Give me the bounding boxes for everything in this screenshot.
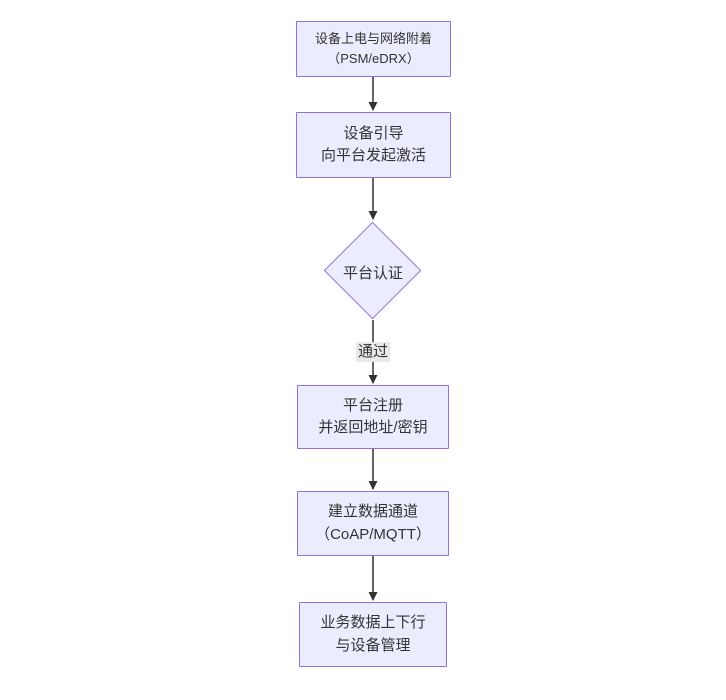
node-label-line: 与设备管理 (335, 636, 411, 654)
node-label-line: 设备上电与网络附着 (314, 30, 432, 46)
node-business-data: 业务数据上下行 与设备管理 (299, 602, 447, 667)
node-label-line: 业务数据上下行 (320, 614, 426, 631)
node-power-network-attach: 设备上电与网络附着 （PSM/eDRX） (296, 21, 451, 77)
node-platform-register: 平台注册 并返回地址/密钥 (297, 385, 449, 449)
decision-platform-auth-label: 平台认证 (342, 265, 403, 282)
edge-label-pass: 通过 (355, 342, 391, 362)
node-label-line: 向平台发起激活 (320, 147, 426, 164)
node-label-line: 并返回地址/密钥 (318, 419, 428, 436)
node-label-line: 建立数据通道 (327, 503, 418, 520)
node-label-line: 设备引导 (343, 124, 404, 142)
node-data-channel: 建立数据通道 （CoAP/MQTT） (297, 491, 449, 556)
node-label-line: （PSM/eDRX） (327, 51, 420, 66)
node-bootstrap-activate: 设备引导 向平台发起激活 (296, 112, 451, 178)
node-label-line: 平台注册 (342, 396, 403, 414)
node-label-line: （CoAP/MQTT） (315, 525, 431, 543)
